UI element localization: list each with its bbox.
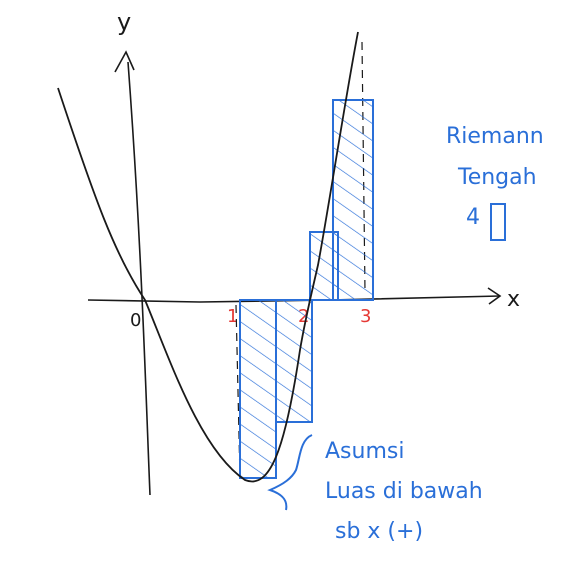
x-axis-arrowhead	[487, 287, 502, 305]
riemann-rect-1	[239, 299, 277, 479]
assumption-line-1: Asumsi	[325, 439, 404, 464]
y-axis	[127, 61, 151, 496]
rectangle-symbol	[490, 203, 506, 241]
bracket-brace	[267, 434, 313, 511]
method-label-riemann: Riemann	[446, 124, 544, 149]
riemann-rect-4	[332, 99, 374, 301]
assumption-line-2: Luas di bawah	[325, 479, 483, 504]
method-label-tengah: Tengah	[457, 165, 537, 190]
rectangle-count: 4	[466, 205, 480, 230]
y-axis-label: y	[117, 8, 131, 36]
origin-label: 0	[130, 310, 141, 331]
x-axis-label: x	[507, 287, 520, 312]
tick-label-3: 3	[360, 306, 371, 327]
y-axis-arrowhead	[114, 50, 135, 73]
tick-label-1: 1	[227, 306, 238, 327]
function-curve	[57, 31, 359, 483]
assumption-line-3: sb x (+)	[335, 519, 423, 544]
